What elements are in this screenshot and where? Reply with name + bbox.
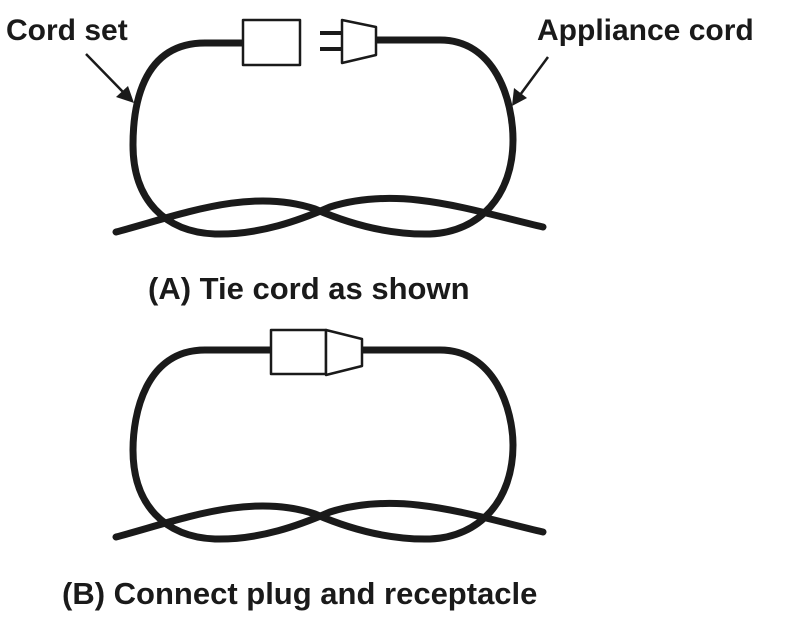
figure-b-cord-set-loop bbox=[129, 346, 547, 543]
figure-a-cord-set-loop bbox=[129, 39, 547, 238]
figure-b-receptacle bbox=[269, 328, 328, 376]
figure-b-plug bbox=[324, 328, 364, 377]
figure-a-appliance-cord-arrow bbox=[512, 56, 550, 106]
figure-a-appliance-cord-loop bbox=[112, 36, 517, 238]
figure-b-appliance-cord-loop bbox=[112, 346, 517, 543]
appliance-cord-label: Appliance cord bbox=[537, 14, 754, 47]
figure-a-cord-set-arrow bbox=[85, 53, 134, 103]
figure-b bbox=[112, 328, 547, 543]
caption-a: (A) Tie cord as shown bbox=[148, 271, 470, 306]
figure-a-plug bbox=[340, 18, 378, 65]
figure-a bbox=[85, 18, 550, 238]
caption-b: (B) Connect plug and receptacle bbox=[62, 576, 538, 611]
figure-a-receptacle bbox=[241, 18, 302, 67]
cord-set-label: Cord set bbox=[6, 14, 128, 47]
